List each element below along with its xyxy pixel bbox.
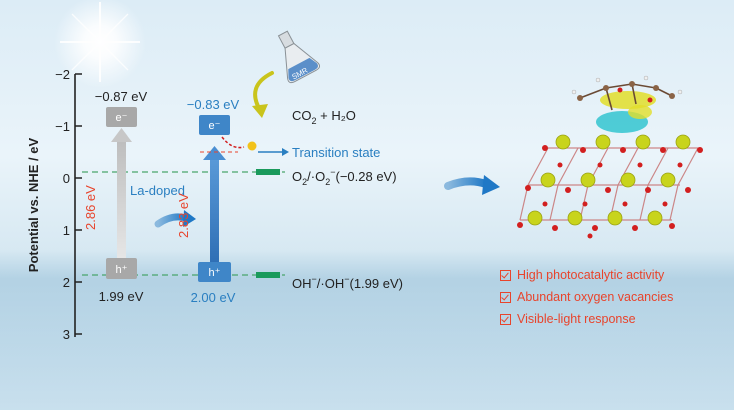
right-vb-value: 2.00 eV — [191, 290, 236, 305]
feature-item: High photocatalytic activity — [500, 264, 730, 286]
right-electron-label: e⁻ — [209, 120, 221, 132]
axis-label: Potential vs. NHE / eV — [26, 137, 41, 272]
flask-icon — [277, 30, 321, 84]
left-vb-box — [106, 258, 137, 279]
feature-label: Abundant oxygen vacancies — [517, 290, 674, 304]
axis-tick-label: 0 — [63, 171, 70, 186]
crystal-structure — [517, 75, 703, 239]
electron-particle-icon — [247, 141, 257, 151]
left-cb-box — [106, 107, 137, 127]
left-excitation-arrow-shaft — [117, 140, 126, 258]
right-cb-box — [199, 115, 230, 135]
left-excitation-arrow-head — [111, 128, 132, 142]
right-band-gap: 2.83 eV — [176, 193, 191, 238]
result-arrow-head — [482, 175, 500, 195]
left-hole-label: h⁺ — [116, 264, 128, 276]
left-band-gap: 2.86 eV — [83, 185, 98, 230]
right-excitation-arrow-shaft — [210, 158, 219, 262]
o2-level-bar — [256, 169, 280, 175]
doping-label: La-doped — [130, 183, 185, 198]
right-cb-value: −0.83 eV — [187, 97, 240, 112]
right-excitation-arrow-head — [203, 146, 226, 160]
left-vb-value: 1.99 eV — [99, 289, 144, 304]
feature-label: Visible-light response — [517, 312, 636, 326]
axis-tick-label: 2 — [63, 275, 70, 290]
sun-icon — [54, 0, 146, 88]
electron-transfer-curve — [221, 136, 245, 149]
o2-level-label: O2/·O2−(−0.28 eV) — [292, 167, 397, 187]
feature-item: Abundant oxygen vacancies — [500, 286, 730, 308]
checkbox-icon — [500, 269, 511, 281]
axis-tick-label: 1 — [63, 223, 70, 238]
transition-state-arrow-head — [282, 148, 289, 156]
oh-level-bar — [256, 272, 280, 278]
feature-list: High photocatalytic activity Abundant ox… — [500, 264, 730, 330]
axis-tick-label: −1 — [55, 119, 70, 134]
left-electron-label: e⁻ — [116, 112, 128, 124]
oh-level-label: OH−/·OH−(1.99 eV) — [292, 274, 403, 291]
right-vb-box — [198, 262, 231, 282]
left-cb-value: −0.87 eV — [95, 89, 148, 104]
transition-state-label: Transition state — [292, 145, 380, 160]
axis-tick-label: −2 — [55, 67, 70, 82]
doping-arrow-head — [183, 210, 196, 227]
checkbox-icon — [500, 291, 511, 303]
checkbox-icon — [500, 313, 511, 325]
reaction-curved-arrow — [253, 71, 274, 112]
reaction-curved-arrow-head — [252, 104, 268, 118]
axis-tick-label: 3 — [63, 327, 70, 342]
products-label: CO2 + H₂O — [292, 108, 356, 126]
potential-axis — [74, 73, 82, 337]
feature-item: Visible-light response — [500, 308, 730, 330]
feature-label: High photocatalytic activity — [517, 268, 665, 282]
right-hole-label: h⁺ — [209, 267, 221, 279]
result-arrow — [444, 177, 490, 190]
